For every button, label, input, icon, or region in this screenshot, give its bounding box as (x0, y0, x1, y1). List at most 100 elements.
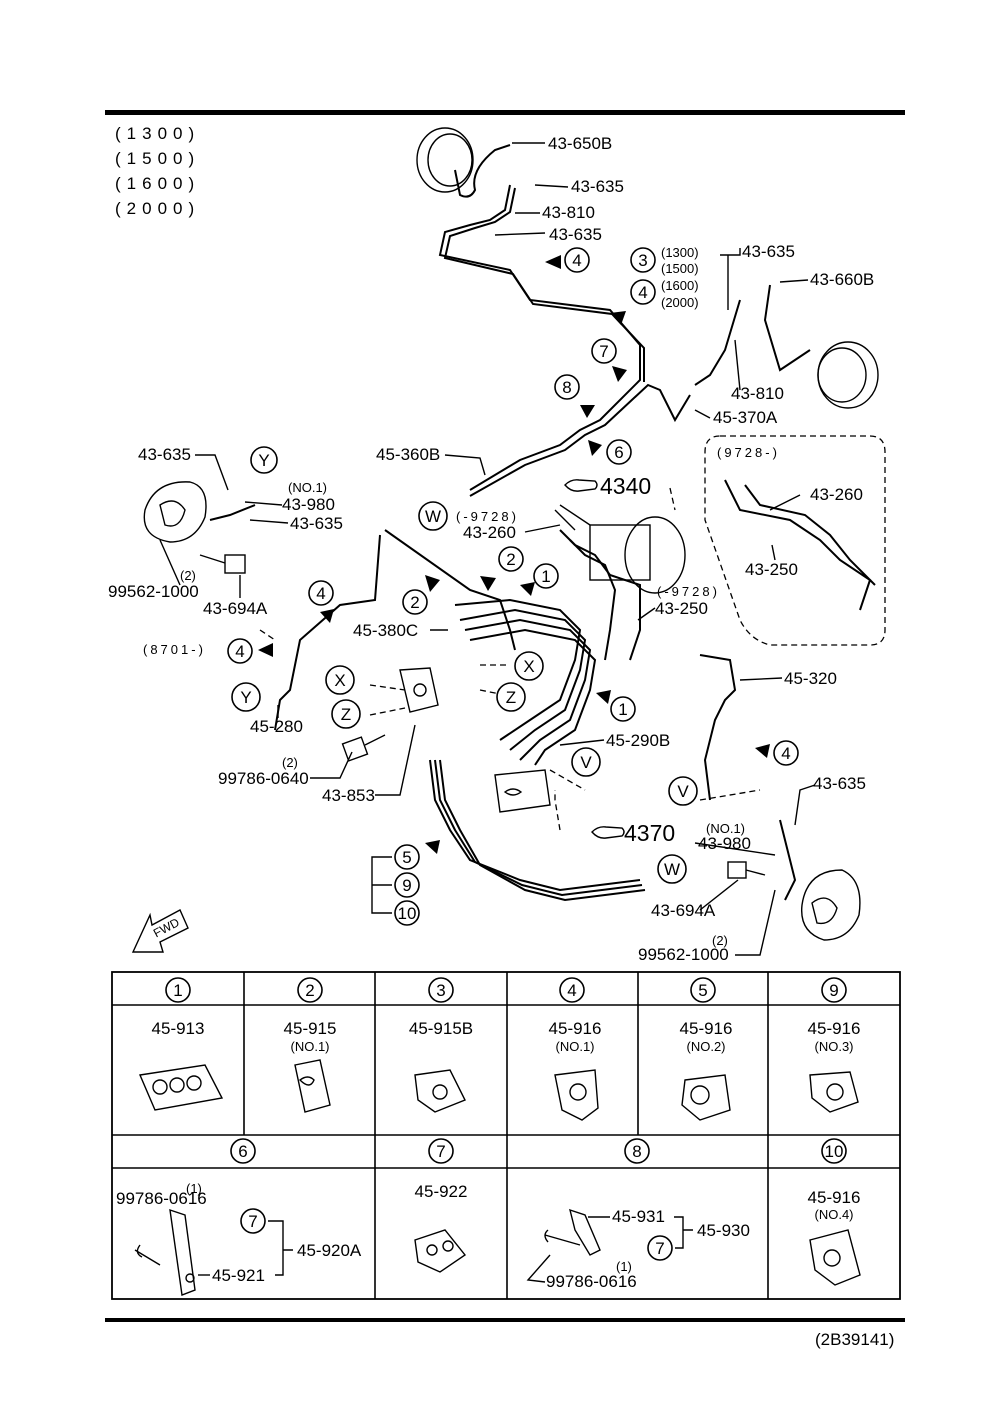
svg-text:7: 7 (248, 1212, 257, 1231)
cell-5-part: 45-916 (680, 1019, 733, 1038)
svg-text:Z: Z (341, 705, 351, 724)
svg-text:45-920A: 45-920A (297, 1241, 362, 1260)
svg-text:X: X (523, 657, 534, 676)
svg-text:W: W (425, 507, 441, 526)
label-45-280: 45-280 (250, 717, 303, 736)
cell-2-part: 45-915 (284, 1019, 337, 1038)
svg-text:4: 4 (638, 283, 647, 302)
label-43-635: 43-635 (571, 177, 624, 196)
callout-circles: 4 3 4 7 8 6 Y W 2 1 2 4 4 X X Y Z 1 Z V … (227, 247, 799, 926)
cell-8: 45-931 7 45-930 (1) 99786-0616 (526, 1207, 750, 1291)
svg-text:(2): (2) (282, 755, 298, 770)
svg-text:(NO.1): (NO.1) (288, 480, 327, 495)
cell-2-sub: (NO.1) (291, 1039, 330, 1054)
parts-table: 1 2 3 4 5 9 45-913 45-915 45-915B 45-916… (111, 971, 901, 1300)
label-45-380C: 45-380C (353, 621, 418, 640)
svg-text:(1300): (1300) (661, 245, 699, 260)
label-43-810: 43-810 (731, 384, 784, 403)
label-43-635: 43-635 (742, 242, 795, 261)
cell-7-num: 7 (436, 1142, 445, 1161)
qualifier-labels: (1300) (1500) (1600) (2000) (NO.1) (2) (… (143, 245, 780, 948)
rear-right-drum (817, 341, 879, 409)
label-43-980: 43-980 (282, 495, 335, 514)
clip-45-916-no1-sketch (554, 1069, 599, 1121)
label-45-290B: 45-290B (606, 731, 670, 750)
svg-text:(-9728): (-9728) (456, 509, 519, 524)
svg-text:Y: Y (240, 688, 251, 707)
svg-text:99786-0616: 99786-0616 (116, 1189, 207, 1208)
label-43-694A: 43-694A (651, 901, 716, 920)
bolt-43-694A-left (199, 554, 246, 574)
variant-2000: (2000) (115, 199, 200, 218)
svg-text:2: 2 (410, 593, 419, 612)
ref-4370: 4370 (591, 820, 675, 846)
proportioning-valve (399, 667, 439, 713)
label-43-694A: 43-694A (203, 599, 268, 618)
svg-text:Z: Z (506, 688, 516, 707)
cell-10: 45-916 (NO.4) (808, 1188, 861, 1286)
label-43-260: 43-260 (810, 485, 863, 504)
svg-text:(1500): (1500) (661, 261, 699, 276)
catalog-code: (2B39141) (815, 1330, 894, 1349)
cell-2-num: 2 (305, 981, 314, 1000)
label-99562-1000: 99562-1000 (108, 582, 199, 601)
svg-text:99786-0616: 99786-0616 (546, 1272, 637, 1291)
cell-9-num: 9 (829, 981, 838, 1000)
svg-text:2: 2 (506, 550, 515, 569)
svg-text:(9728-): (9728-) (717, 445, 780, 460)
label-43-810: 43-810 (542, 203, 595, 222)
cell-3-num: 3 (436, 981, 445, 1000)
cell-6-num: 6 (238, 1142, 247, 1161)
svg-text:(2000): (2000) (661, 295, 699, 310)
label-45-320: 45-320 (784, 669, 837, 688)
svg-text:V: V (677, 782, 689, 801)
inset-boundary-9728 (704, 435, 886, 646)
bolt-99786-0640 (341, 734, 386, 762)
svg-text:1: 1 (618, 700, 627, 719)
svg-text:4: 4 (316, 584, 325, 603)
svg-text:5: 5 (402, 848, 411, 867)
cell-4-sub: (NO.1) (556, 1039, 595, 1054)
svg-text:9: 9 (402, 876, 411, 895)
svg-text:(8701-): (8701-) (143, 642, 206, 657)
svg-text:3: 3 (638, 251, 647, 270)
svg-text:(NO.4): (NO.4) (815, 1207, 854, 1222)
cell-1-num: 1 (173, 981, 182, 1000)
svg-text:(1600): (1600) (661, 278, 699, 293)
leader-dashes (259, 487, 761, 831)
svg-text:(2): (2) (712, 933, 728, 948)
svg-text:(-9728): (-9728) (657, 584, 720, 599)
cell-9-part: 45-916 (808, 1019, 861, 1038)
label-43-250: 43-250 (745, 560, 798, 579)
variant-1600: (1600) (115, 174, 200, 193)
svg-text:V: V (580, 753, 592, 772)
label-43-853: 43-853 (322, 786, 375, 805)
svg-text:4: 4 (235, 642, 244, 661)
svg-text:Y: Y (258, 451, 269, 470)
svg-text:(1): (1) (186, 1181, 202, 1196)
label-99786-0640: 99786-0640 (218, 769, 309, 788)
svg-text:45-931: 45-931 (612, 1207, 665, 1226)
cell-1-part: 45-913 (152, 1019, 205, 1038)
svg-text:45-930: 45-930 (697, 1221, 750, 1240)
svg-text:(1): (1) (616, 1259, 632, 1274)
cell-3-part: 45-915B (409, 1019, 473, 1038)
svg-text:45-916: 45-916 (808, 1188, 861, 1207)
svg-text:X: X (334, 671, 345, 690)
svg-text:6: 6 (614, 443, 623, 462)
clip-45-916-no2-sketch (681, 1074, 731, 1121)
label-43-660B: 43-660B (810, 270, 874, 289)
svg-text:10: 10 (398, 904, 417, 923)
bolt-43-694A-right (727, 861, 766, 879)
clip-arrows (258, 255, 770, 854)
cell-9-sub: (NO.3) (815, 1039, 854, 1054)
svg-text:4340: 4340 (600, 473, 651, 499)
rear-left-caliper (800, 869, 861, 941)
callout-bracket (371, 856, 392, 914)
cell-7: 45-922 (414, 1182, 467, 1273)
svg-text:8: 8 (562, 378, 571, 397)
clip-45-913-sketch (139, 1064, 224, 1111)
cell-5-num: 5 (698, 981, 707, 1000)
label-45-360B: 45-360B (376, 445, 440, 464)
